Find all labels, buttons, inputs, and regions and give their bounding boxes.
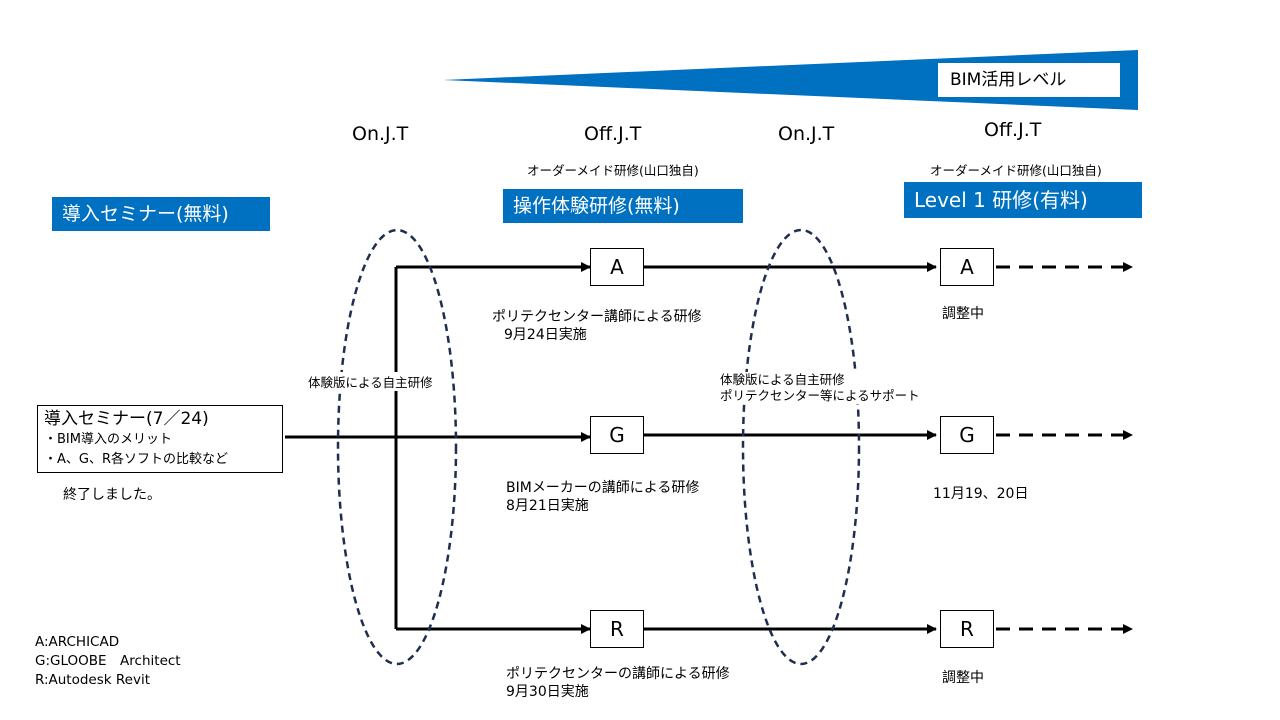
phase-onjt-2: On.J.T bbox=[778, 123, 835, 145]
ellipse-onjt-2 bbox=[741, 228, 861, 666]
seminar-item: ・A、G、R各ソフトの比較など bbox=[44, 452, 228, 467]
seminar-status: 終了しました。 bbox=[63, 487, 161, 503]
note-r1-line2: 9月30日実施 bbox=[506, 684, 589, 700]
seminar-box: 導入セミナー(7／24) ・BIM導入のメリット ・A、G、R各ソフトの比較など bbox=[37, 405, 283, 473]
note-r1: ポリテクセンターの講師による研修 9月30日実施 bbox=[506, 665, 730, 701]
ordermade-label-1: オーダーメイド研修(山口独自) bbox=[527, 163, 699, 178]
note-a2: 調整中 bbox=[942, 306, 984, 322]
phase-offjt-1: Off.J.T bbox=[584, 123, 642, 145]
self-study-label-2-line1: 体験版による自主研修 bbox=[720, 372, 845, 387]
node-r-offjt1: R bbox=[590, 610, 644, 648]
phase-onjt-1: On.J.T bbox=[352, 123, 409, 145]
note-r1-line1: ポリテクセンターの講師による研修 bbox=[506, 666, 730, 682]
self-study-label-2-line2: ポリテクセンター等によるサポート bbox=[720, 388, 920, 403]
banner-level1-training: Level 1 研修(有料) bbox=[904, 182, 1142, 218]
self-study-label-2: 体験版による自主研修 ポリテクセンター等によるサポート bbox=[720, 372, 920, 404]
note-r2: 調整中 bbox=[942, 670, 984, 686]
note-a1: ポリテクセンター講師による研修 9月24日実施 bbox=[492, 308, 702, 344]
seminar-title: 導入セミナー(7／24) bbox=[44, 409, 209, 429]
node-r-offjt2: R bbox=[940, 610, 994, 648]
note-g1-line1: BIMメーカーの講師による研修 bbox=[506, 480, 700, 496]
self-study-label-1: 体験版による自主研修 bbox=[306, 372, 435, 391]
note-g1-line2: 8月21日実施 bbox=[506, 498, 589, 514]
seminar-item: ・BIM導入のメリット bbox=[44, 432, 172, 447]
ellipse-onjt-1 bbox=[336, 228, 458, 666]
phase-offjt-2: Off.J.T bbox=[984, 119, 1042, 141]
banner-experience-training: 操作体験研修(無料) bbox=[503, 189, 743, 223]
level-label: BIM活用レベル bbox=[950, 70, 1067, 90]
banner-intro-seminar: 導入セミナー(無料) bbox=[52, 197, 270, 231]
software-legend: A:ARCHICAD G:GLOOBE Architect R:Autodesk… bbox=[35, 633, 181, 690]
note-a1-line1: ポリテクセンター講師による研修 bbox=[492, 309, 702, 325]
node-g-offjt1: G bbox=[590, 416, 644, 454]
ordermade-label-2: オーダーメイド研修(山口独自) bbox=[930, 163, 1102, 178]
legend-item: G:GLOOBE Architect bbox=[35, 653, 181, 669]
node-a-offjt2: A bbox=[940, 248, 994, 286]
node-a-offjt1: A bbox=[590, 248, 644, 286]
legend-item: A:ARCHICAD bbox=[35, 634, 120, 650]
note-g2: 11月19、20日 bbox=[933, 486, 1029, 502]
node-g-offjt2: G bbox=[940, 416, 994, 454]
note-g1: BIMメーカーの講師による研修 8月21日実施 bbox=[506, 479, 699, 515]
level-label-box: BIM活用レベル bbox=[938, 63, 1120, 97]
note-a1-line2: 9月24日実施 bbox=[504, 327, 587, 343]
legend-item: R:Autodesk Revit bbox=[35, 672, 150, 688]
